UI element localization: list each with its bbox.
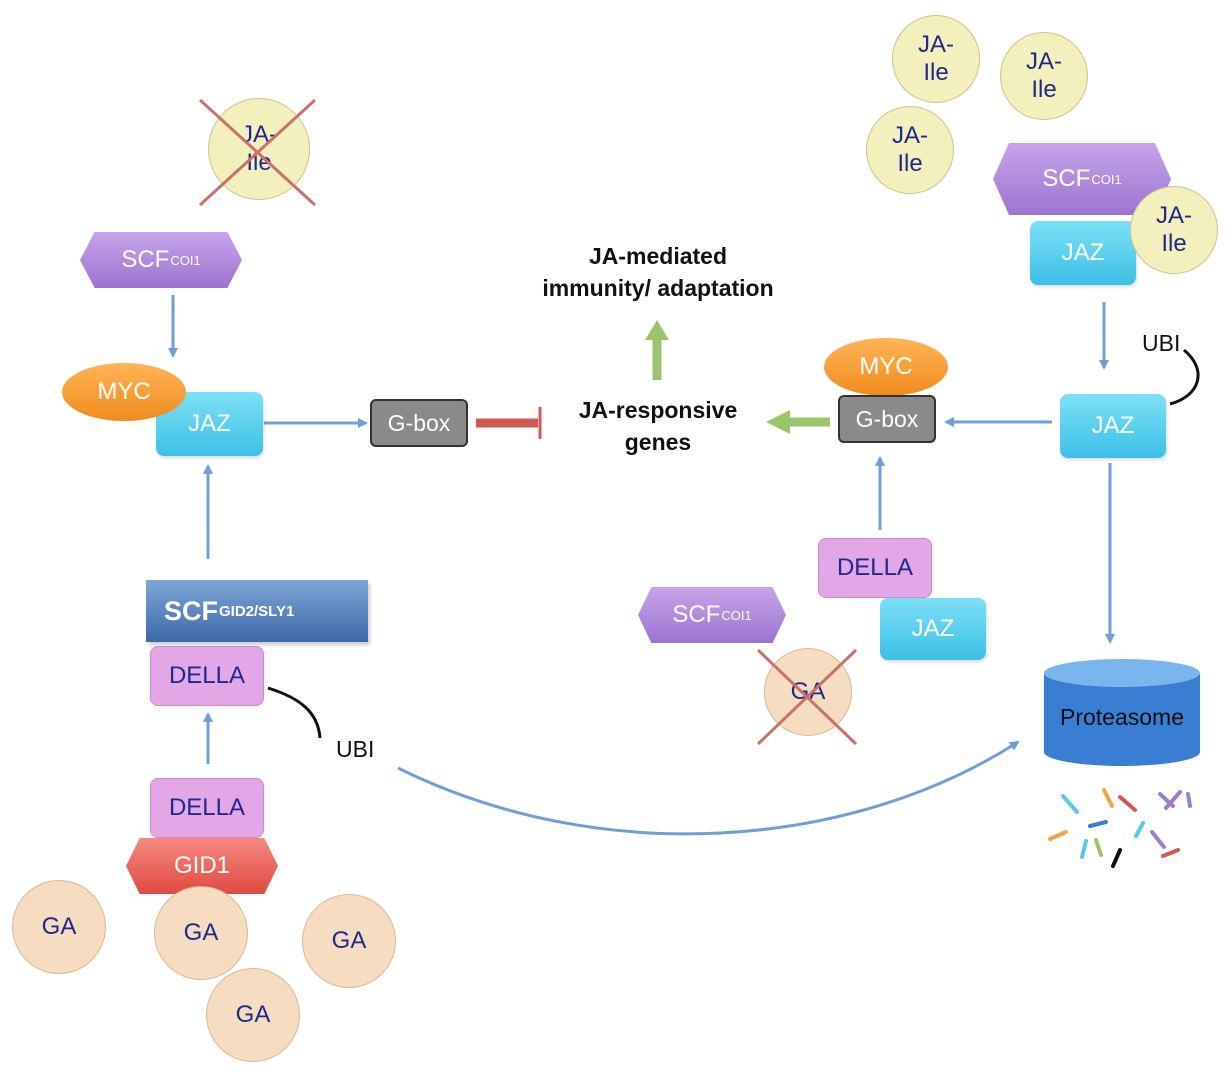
ja-ile-crossed-label: JA- Ile — [241, 121, 277, 176]
scf-coi1-right-bottom-base: SCF — [672, 601, 721, 628]
ja-ile-4-label: JA- Ile — [1156, 202, 1192, 257]
scf-gid2-base: SCF — [164, 595, 218, 626]
jaz-right-mid: JAZ — [1060, 394, 1166, 458]
genes-label: JA-responsive genes — [578, 397, 738, 456]
jaz-right-mid-label: JAZ — [1091, 412, 1135, 439]
gbox-right-label: G-box — [855, 405, 919, 432]
ubi-tether-left — [267, 686, 322, 739]
proteasome-label: Proteasome — [1059, 704, 1184, 730]
ubi-left: UBI — [336, 736, 375, 762]
ja-ile-1: JA- Ile — [892, 15, 980, 103]
della-top-left: DELLA — [150, 646, 264, 706]
scf-coi1-left-base: SCF — [121, 246, 170, 273]
ga-crossed-label: GA — [790, 678, 826, 706]
proteasome-cylinder — [1044, 659, 1200, 766]
arrow-to-proteasome — [397, 740, 1020, 836]
myc-left-label: MYC — [97, 378, 151, 405]
della-top-left-label: DELLA — [168, 662, 246, 689]
ga-1: GA — [12, 880, 106, 974]
ga-2-label: GA — [183, 919, 219, 947]
myc-right: MYC — [824, 338, 948, 396]
peptide-fragments — [1048, 788, 1192, 868]
outcome-label: JA-mediated immunity/ adaptation — [542, 243, 774, 302]
jaz-right-bottom-label: JAZ — [911, 615, 955, 642]
ja-ile-2: JA- Ile — [1000, 32, 1088, 120]
della-right: DELLA — [818, 538, 932, 598]
della-bottom-left: DELLA — [150, 778, 264, 838]
jaz-right-top-label: JAZ — [1061, 239, 1105, 266]
scf-coi1-right-top-base: SCF — [1042, 165, 1091, 192]
ubi-tether-right — [1169, 348, 1200, 406]
gid1-label: GID1 — [173, 852, 230, 879]
ga-1-label: GA — [41, 913, 77, 941]
myc-right-label: MYC — [859, 353, 913, 380]
ja-ile-3: JA- Ile — [866, 106, 954, 194]
ga-3: GA — [302, 894, 396, 988]
ga-4-label: GA — [235, 1001, 271, 1029]
arrow-gbox-to-genes-head — [766, 410, 790, 434]
gid1: GID1 — [126, 838, 278, 894]
della-bottom-left-label: DELLA — [168, 794, 246, 821]
scf-coi1-right-bottom-sup: COI1 — [721, 607, 752, 623]
jaz-right-top: JAZ — [1030, 221, 1136, 285]
ja-ile-2-label: JA- Ile — [1026, 48, 1062, 103]
ja-ile-3-label: JA- Ile — [892, 122, 928, 177]
gbox-right: G-box — [838, 395, 936, 443]
gbox-left: G-box — [370, 399, 468, 447]
scf-gid2-sup: GID2/SLY1 — [219, 602, 295, 620]
jaz-left-label: JAZ — [188, 410, 231, 437]
ja-ile-4: JA- Ile — [1130, 186, 1218, 274]
ga-2: GA — [154, 886, 248, 980]
ga-3-label: GA — [331, 927, 367, 955]
ga-crossed: GA — [764, 648, 852, 736]
scf-coi1-right-top-sup: COI1 — [1091, 171, 1122, 187]
ubi-right: UBI — [1142, 330, 1181, 356]
della-right-label: DELLA — [836, 554, 914, 581]
gbox-left-label: G-box — [387, 409, 451, 436]
ga-4: GA — [206, 968, 300, 1062]
jaz-right-bottom: JAZ — [880, 598, 986, 660]
myc-left: MYC — [62, 363, 186, 421]
ja-ile-crossed: JA- Ile — [208, 98, 310, 200]
arrow-genes-to-outcome-head — [645, 320, 669, 340]
ja-ile-1-label: JA- Ile — [918, 31, 954, 86]
scf-coi1-left-sup: COI1 — [170, 252, 201, 268]
